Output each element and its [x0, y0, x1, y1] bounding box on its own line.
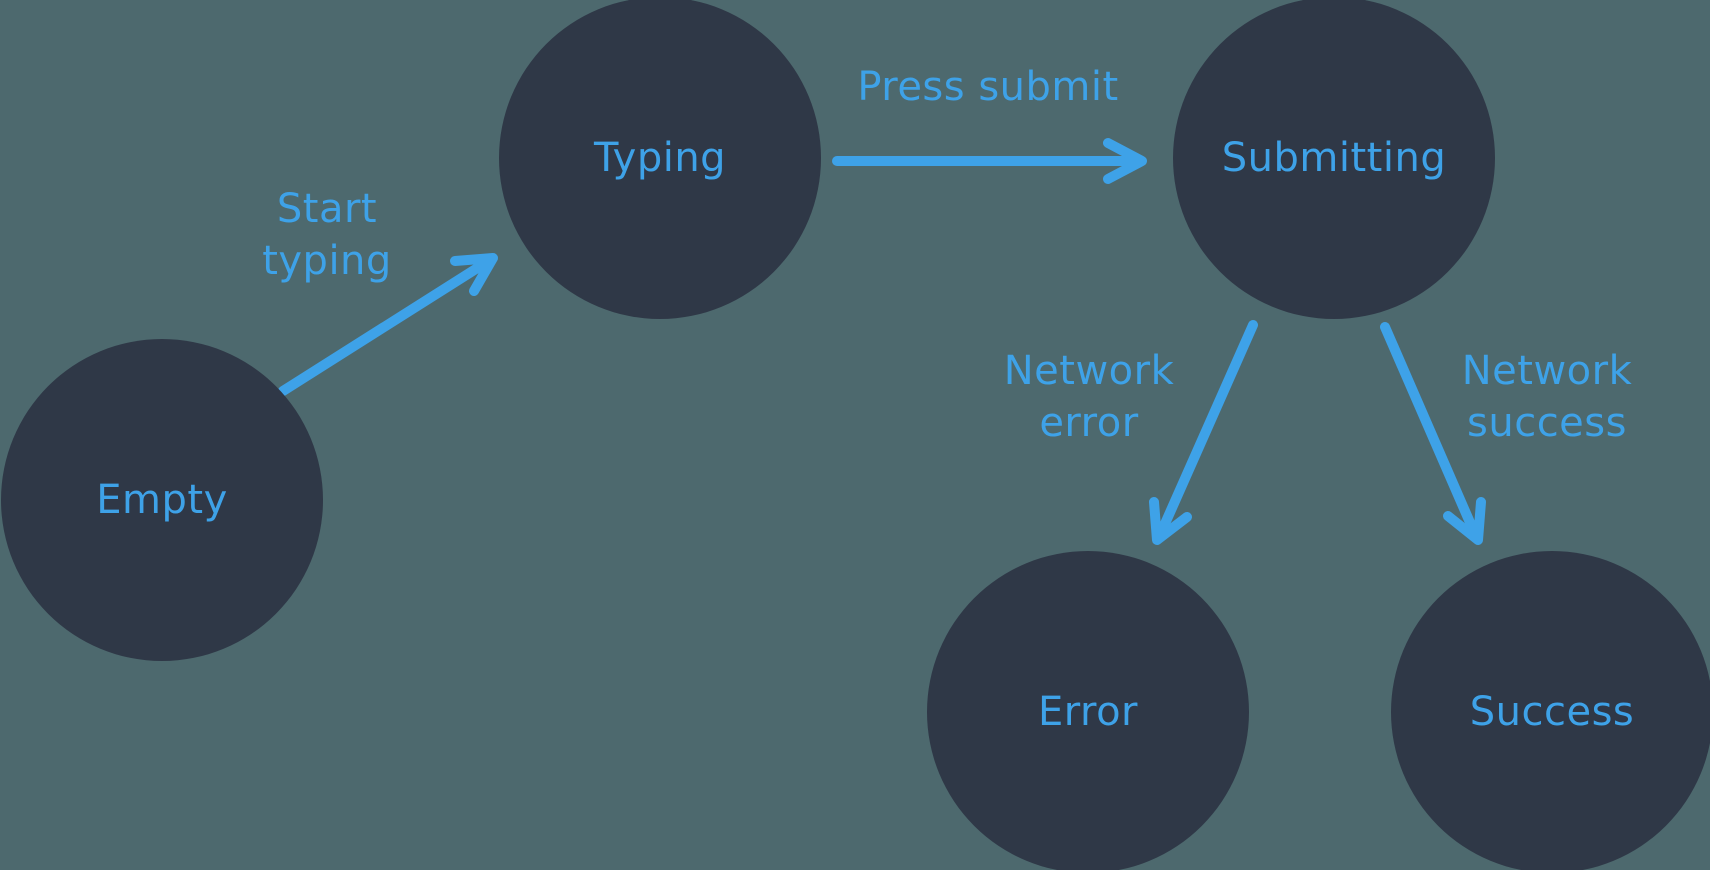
- state-node-label: Success: [1469, 689, 1635, 735]
- state-node-success: Success: [1391, 551, 1710, 870]
- state-node-label: Submitting: [1221, 135, 1447, 181]
- edge-label-line: Network: [1003, 348, 1175, 394]
- edge-arrowhead-icon: [450, 253, 498, 296]
- edge-label-network-error: Network error: [1004, 345, 1175, 449]
- state-node-label: Empty: [96, 477, 228, 523]
- edge-label-line: success: [1467, 400, 1627, 446]
- edge-label-press-submit: Press submit: [857, 61, 1118, 113]
- state-node-submitting: Submitting: [1173, 0, 1495, 319]
- edge-label-line: error: [1039, 400, 1139, 446]
- edge-label-line: Press submit: [857, 64, 1119, 110]
- state-node-empty: Empty: [1, 339, 323, 661]
- edge-label-line: typing: [262, 238, 392, 284]
- state-node-label: Error: [1038, 689, 1138, 735]
- state-node-error: Error: [927, 551, 1249, 870]
- edge-label-network-success: Network success: [1462, 345, 1633, 449]
- edge-label-line: Network: [1461, 348, 1633, 394]
- edge-label-start-typing: Start typing: [262, 183, 392, 287]
- edge-label-line: Start: [276, 186, 378, 232]
- state-node-label: Typing: [593, 135, 727, 181]
- edge-arrowhead-icon: [1103, 138, 1147, 184]
- edge-arrowhead-icon: [1149, 497, 1192, 545]
- state-node-typing: Typing: [499, 0, 821, 319]
- edge-arrowhead-icon: [1443, 497, 1486, 545]
- edge-typing-to-submitting: [832, 138, 1147, 184]
